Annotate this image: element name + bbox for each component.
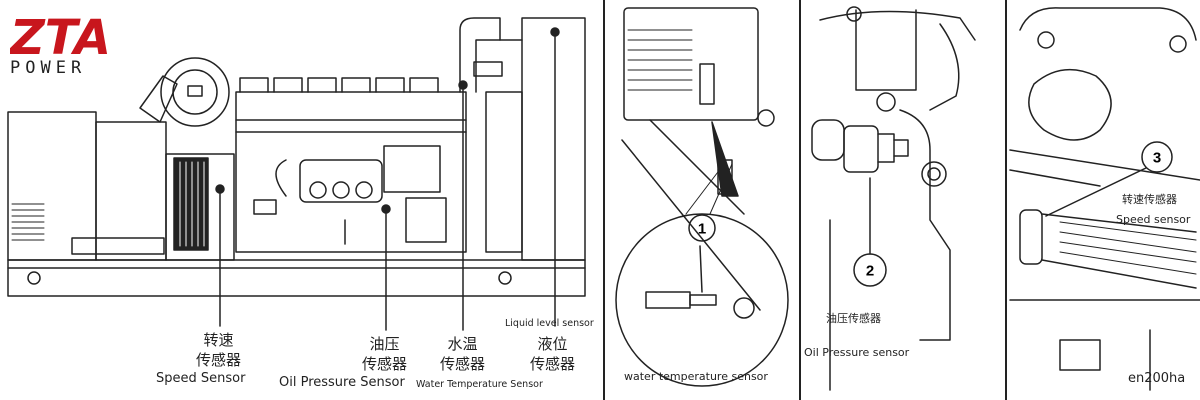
right-oil-pressure-en-label: Oil Pressure sensor [804, 346, 910, 359]
liquid-level-sensor-en-label: Liquid level sensor [505, 318, 594, 329]
zta-logo-icon: ZTA [10, 14, 111, 58]
speed-sensor-cn-label: 转速传感器 [196, 331, 242, 369]
oil-pressure-sensor-drawing [811, 6, 976, 391]
callout-3: 3 [1153, 150, 1161, 167]
callout-2: 2 [866, 263, 874, 280]
water-temp-sensor-en-label: Water Temperature Sensor [416, 379, 543, 390]
speed-sensor-en-label: Speed Sensor [156, 371, 246, 386]
figure-code-label: en200ha [1128, 371, 1186, 386]
oil-pressure-sensor-en-label: Oil Pressure Sensor [279, 375, 405, 390]
water-temperature-sensor-drawing [615, 7, 789, 387]
right-water-temp-label: water temperature sensor [624, 370, 768, 383]
right-speed-sensor-cn-label: 转速传感器 [1122, 193, 1177, 206]
water-temp-sensor-cn-label: 水温传感器 [440, 335, 486, 373]
svg-text:ZTA: ZTA [10, 14, 111, 58]
liquid-level-sensor-cn-label: 液位传感器 [530, 335, 576, 373]
right-speed-sensor-en-label: Speed sensor [1116, 213, 1191, 226]
right-oil-pressure-cn-label: 油压传感器 [826, 312, 881, 325]
callout-1: 1 [698, 221, 706, 238]
generator-set-drawing [7, 17, 586, 331]
oil-pressure-sensor-cn-label: 油压传感器 [362, 335, 408, 373]
speed-sensor-drawing [1009, 7, 1200, 391]
logo-subtitle: POWER [10, 58, 87, 78]
